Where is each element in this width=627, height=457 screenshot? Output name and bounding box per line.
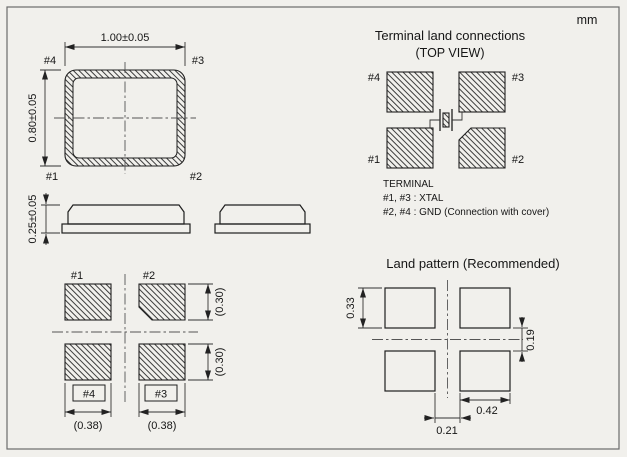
terminal-pin3-label: #3 [512, 72, 524, 84]
dim-land-width-label: 0.42 [476, 405, 497, 417]
pad-height-dimensions: (0.30) (0.30) [188, 283, 226, 381]
dim-land-gap-horizontal-label: 0.21 [436, 425, 457, 437]
terminal-pad-4 [386, 71, 434, 113]
dim-land-height-label: 0.33 [345, 297, 357, 318]
pad-1 [64, 283, 112, 321]
pin3-label: #3 [192, 55, 204, 67]
pad4-label: #4 [83, 389, 95, 401]
dim-land-gap-vertical-label: 0.19 [525, 329, 537, 350]
terminal-pin1-label: #1 [368, 154, 380, 166]
xtal-wire-to-pad1 [429, 119, 440, 128]
dim-width-label: 1.00±0.05 [101, 32, 150, 44]
terminal-legend-heading: TERMINAL [383, 179, 434, 190]
terminal-subtitle: (TOP VIEW) [416, 46, 485, 60]
land-bottom-left [384, 350, 436, 392]
land-pattern: Land pattern (Recommended) 0.33 0.19 0.4… [345, 256, 560, 437]
terminal-pin2-label: #2 [512, 154, 524, 166]
terminal-pin4-label: #4 [368, 72, 380, 84]
pad2-label: #2 [143, 270, 155, 282]
metal-lid-side [219, 204, 306, 225]
pin1-label: #1 [46, 171, 58, 183]
package-top-view: 1.00±0.05 0.80±0.05 #4 #3 #1 #2 [27, 32, 204, 183]
land-vertical-gap-dimension: 0.19 [513, 317, 537, 362]
pin2-label: #2 [190, 171, 202, 183]
land-top-left [384, 287, 436, 329]
crystal-symbol [429, 109, 463, 131]
terminal-title: Terminal land connections [375, 28, 526, 43]
dim-pad-height-top-label: (0.30) [214, 288, 226, 317]
front-side-view [61, 204, 191, 234]
dim-thickness-label: 0.25±0.05 [27, 195, 39, 244]
dim-pad-width-right-label: (0.38) [148, 420, 177, 432]
dim-pad-height-bottom-label: (0.30) [214, 348, 226, 377]
xtal-wire-to-pad3 [452, 112, 463, 121]
ceramic-base-side [214, 223, 311, 234]
units-label: mm [577, 13, 598, 27]
pad1-label: #1 [71, 270, 83, 282]
land-bottom-right [459, 350, 511, 392]
dim-height-label: 0.80±0.05 [27, 94, 39, 143]
land-top-right [459, 287, 511, 329]
pad4-callout: #4 [72, 384, 106, 402]
dim-pad-width-left-label: (0.38) [74, 420, 103, 432]
terminal-pad-3 [458, 71, 506, 113]
thickness-dimension: 0.25±0.05 [27, 193, 60, 245]
height-dimension: 0.80±0.05 [27, 69, 61, 167]
metal-lid-front [67, 204, 185, 225]
ceramic-base-front [61, 223, 191, 234]
land-height-dimension: 0.33 [345, 287, 382, 329]
terminal-legend-line2: #2, #4 : GND (Connection with cover) [383, 207, 549, 218]
width-dimension: 1.00±0.05 [64, 32, 186, 66]
pad3-label: #3 [155, 389, 167, 401]
pad3-callout: #3 [144, 384, 178, 402]
pad-2-chamfered [138, 283, 186, 321]
lateral-side-view [214, 204, 311, 234]
pad-width-dimensions: (0.38) (0.38) [64, 383, 186, 432]
terminal-legend-line1: #1, #3 : XTAL [383, 193, 444, 204]
sheet-border [6, 6, 620, 450]
pad-3 [138, 343, 186, 381]
terminal-pad-2-chamfered [458, 127, 506, 169]
land-pattern-title: Land pattern (Recommended) [386, 256, 559, 271]
pad-4 [64, 343, 112, 381]
terminal-pad-1 [386, 127, 434, 169]
side-views: 0.25±0.05 [27, 193, 311, 245]
land-horizontal-gap-dimension: 0.21 [424, 393, 471, 437]
pad-layout: #1 #2 #4 #3 (0.30) (0.30) (0.3 [52, 270, 226, 432]
pin4-label: #4 [44, 55, 56, 67]
terminal-land-connections: Terminal land connections (TOP VIEW) #4 … [368, 28, 549, 218]
land-width-dimension: 0.42 [459, 393, 511, 417]
